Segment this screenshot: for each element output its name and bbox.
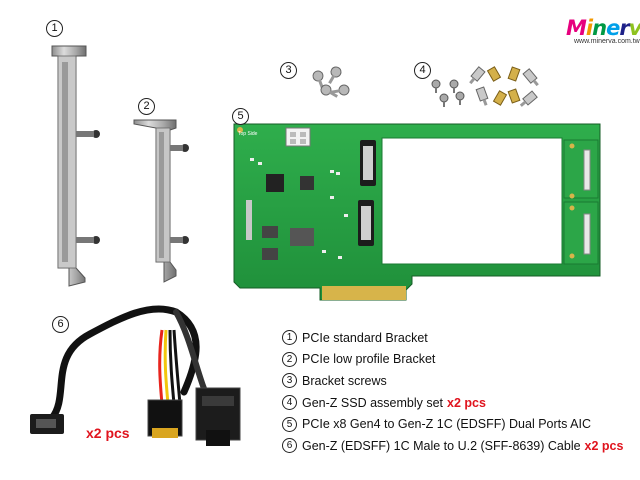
low-profile-bracket: [133, 119, 189, 283]
callout-2: 2: [138, 98, 155, 115]
callout-4: 4: [414, 62, 431, 79]
callout-3: 3: [280, 62, 297, 79]
logo-letter: v: [629, 16, 640, 40]
parts-legend: 1 PCIe standard Bracket 2 PCIe low profile…: [282, 327, 623, 457]
pcb-label: Top Side: [238, 131, 258, 137]
bracket-screws: [312, 66, 350, 98]
callout-1: 1: [46, 20, 63, 37]
legend-text: Gen-Z SSD assembly set: [302, 395, 444, 410]
legend-item: 2 PCIe low profile Bracket: [282, 349, 623, 371]
cable-quantity-label: x2 pcs: [86, 425, 130, 441]
legend-text: Gen-Z (EDSFF) 1C Male to U.2 (SFF-8639) …: [302, 438, 581, 453]
logo-word: Minerva: [566, 16, 640, 40]
aic-board: Top Side: [233, 123, 601, 301]
logo-letter: r: [619, 16, 629, 40]
legend-number: 5: [282, 416, 297, 432]
brand-logo: Minerva www.minerva.com.tw: [566, 16, 640, 45]
legend-number: 6: [282, 438, 297, 454]
logo-letter: n: [592, 16, 607, 40]
legend-text: Bracket screws: [302, 373, 387, 388]
legend-text: PCIe standard Bracket: [302, 330, 428, 345]
legend-text: PCIe low profile Bracket: [302, 352, 436, 367]
genz-u2-cable: [30, 305, 241, 446]
logo-letter: i: [585, 16, 593, 40]
legend-quantity: x2 pcs: [447, 395, 486, 410]
legend-number: 1: [282, 330, 297, 346]
legend-number: 3: [282, 373, 297, 389]
logo-letter: e: [606, 16, 620, 40]
legend-text: PCIe x8 Gen4 to Gen-Z 1C (EDSFF) Dual Po…: [302, 417, 591, 432]
legend-item: 6 Gen-Z (EDSFF) 1C Male to U.2 (SFF-8639)…: [282, 435, 623, 457]
legend-item: 1 PCIe standard Bracket: [282, 327, 623, 349]
logo-letter: M: [566, 16, 587, 40]
legend-quantity: x2 pcs: [584, 438, 624, 453]
gold-fingers: [322, 286, 406, 300]
legend-item: 5 PCIe x8 Gen4 to Gen-Z 1C (EDSFF) Dual P…: [282, 413, 623, 435]
callout-5: 5: [232, 108, 249, 125]
standard-bracket: [51, 45, 100, 287]
ssd-assembly-set: [431, 66, 539, 107]
power-connector: [285, 127, 311, 147]
legend-number: 2: [282, 351, 297, 367]
controller-chip: [266, 174, 284, 192]
legend-item: 3 Bracket screws: [282, 370, 623, 392]
brand-url: www.minerva.com.tw: [574, 38, 640, 45]
ssd-bay-cutout: [381, 137, 563, 265]
legend-number: 4: [282, 395, 297, 411]
callout-6: 6: [52, 316, 69, 333]
